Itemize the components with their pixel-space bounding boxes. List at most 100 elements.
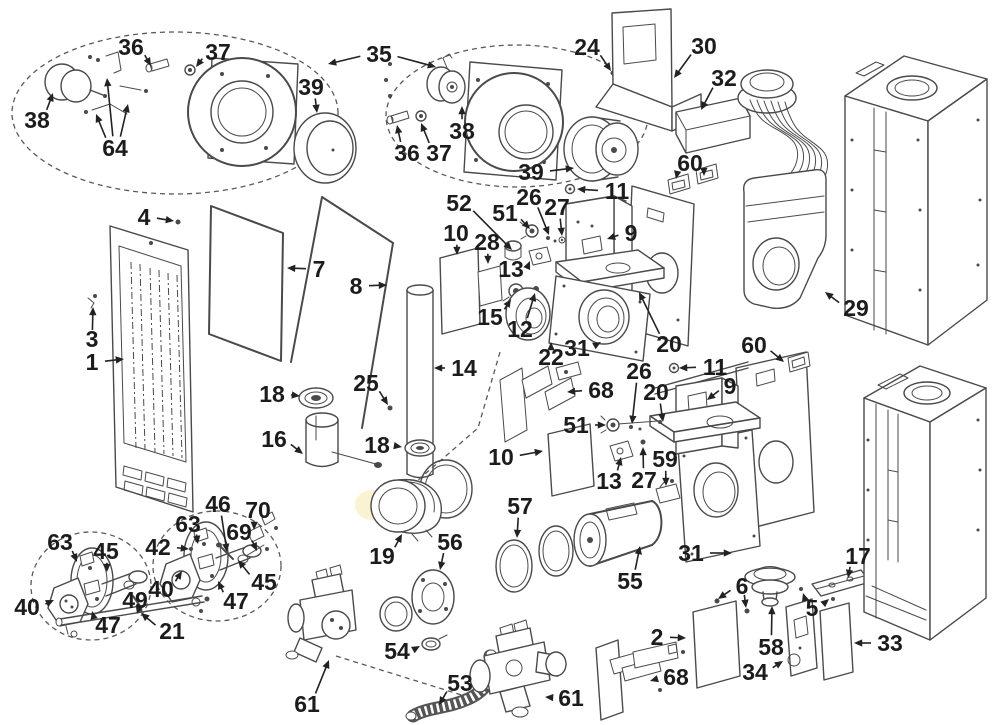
callout-arrowhead bbox=[845, 569, 854, 578]
callout-arrowhead bbox=[165, 216, 174, 224]
part-number-label: 20 bbox=[656, 331, 682, 357]
callout-leader-line bbox=[314, 665, 328, 694]
callout-arrowhead bbox=[484, 255, 492, 264]
callout-arrowhead bbox=[513, 529, 522, 538]
callout-arrowhead bbox=[291, 391, 300, 399]
part-number-label: 39 bbox=[518, 159, 544, 185]
callout-51: 51 bbox=[563, 412, 606, 438]
callout-57: 57 bbox=[507, 493, 533, 538]
callout-arrowhead bbox=[674, 170, 682, 179]
callout-arrowhead bbox=[854, 639, 863, 647]
part-number-label: 12 bbox=[507, 316, 533, 342]
callout-leader-line bbox=[519, 451, 538, 457]
part-number-label: 11 bbox=[703, 354, 728, 380]
callout-38: 38 bbox=[24, 93, 54, 133]
callout-12: 12 bbox=[507, 293, 537, 342]
part-number-label: 9 bbox=[625, 220, 638, 246]
callout-arrowhead bbox=[741, 599, 749, 608]
grommet-18-upper bbox=[298, 387, 334, 409]
callout-arrowhead bbox=[394, 534, 402, 543]
part-number-label: 9 bbox=[724, 373, 737, 399]
burner-manifold bbox=[55, 595, 210, 627]
callout-arrowhead bbox=[312, 104, 320, 113]
part-number-label: 25 bbox=[353, 370, 379, 396]
callout-arrowhead bbox=[174, 571, 182, 580]
louvered-door bbox=[87, 219, 194, 513]
callout-arrowhead bbox=[774, 661, 783, 669]
callout-33: 33 bbox=[854, 630, 903, 656]
callout-arrowhead bbox=[542, 226, 550, 235]
cabinet-lower bbox=[863, 365, 987, 641]
callout-arrowhead bbox=[650, 675, 659, 683]
callout-45: 45 bbox=[93, 538, 119, 572]
callout-arrowhead bbox=[723, 549, 732, 557]
callout-arrowhead bbox=[557, 227, 565, 236]
part-number-label: 6 bbox=[736, 573, 749, 599]
part-number-label: 47 bbox=[223, 588, 249, 614]
callout-arrowhead bbox=[420, 123, 428, 132]
callout-9: 9 bbox=[607, 220, 637, 246]
callout-arrowhead bbox=[629, 415, 637, 424]
callout-arrowhead bbox=[521, 220, 530, 229]
callout-leader-line bbox=[537, 207, 548, 230]
callout-arrowhead bbox=[393, 441, 402, 450]
callout-27: 27 bbox=[631, 447, 657, 493]
part-number-label: 63 bbox=[175, 511, 201, 537]
part-number-label: 46 bbox=[205, 491, 231, 517]
part-number-label: 26 bbox=[626, 358, 652, 384]
callout-arrowhead bbox=[70, 553, 78, 562]
callout-arrowhead bbox=[662, 477, 670, 486]
part-number-label: 21 bbox=[159, 618, 185, 644]
callout-leader-line bbox=[582, 188, 599, 192]
callout-55: 55 bbox=[617, 546, 643, 594]
callout-leader-line bbox=[220, 515, 227, 547]
callout-11: 11 bbox=[577, 178, 629, 204]
part-number-label: 54 bbox=[384, 638, 410, 664]
callout-61: 61 bbox=[294, 660, 330, 717]
callout-40: 40 bbox=[148, 571, 182, 602]
part-number-label: 10 bbox=[443, 220, 469, 246]
part-number-label: 45 bbox=[251, 569, 277, 595]
callout-arrowhead bbox=[434, 364, 443, 372]
callout-70: 70 bbox=[245, 497, 271, 530]
callout-1: 1 bbox=[86, 349, 124, 375]
callout-arrowhead bbox=[103, 563, 111, 572]
callout-leader-line bbox=[634, 551, 640, 570]
part-number-label: 40 bbox=[14, 594, 40, 620]
callout-27: 27 bbox=[544, 194, 570, 236]
callout-20: 20 bbox=[639, 292, 682, 357]
callout-37: 37 bbox=[196, 39, 231, 67]
callout-32: 32 bbox=[701, 65, 737, 110]
callout-arrowhead bbox=[411, 646, 420, 654]
callout-arrowhead bbox=[143, 57, 151, 66]
callout-63: 63 bbox=[47, 529, 78, 562]
callout-17: 17 bbox=[845, 543, 871, 578]
callout-18: 18 bbox=[259, 381, 300, 407]
part-number-label: 35 bbox=[366, 41, 392, 67]
callout-10: 10 bbox=[443, 220, 469, 255]
callout-56: 56 bbox=[437, 529, 463, 570]
callout-arrowhead bbox=[250, 542, 257, 551]
callout-49: 49 bbox=[122, 587, 148, 614]
callout-29: 29 bbox=[825, 292, 869, 321]
callout-8: 8 bbox=[350, 273, 387, 299]
callout-arrowhead bbox=[503, 241, 512, 250]
callout-arrowhead bbox=[567, 387, 576, 395]
callout-arrowhead bbox=[45, 600, 54, 607]
part-number-label: 13 bbox=[596, 468, 622, 494]
callout-arrowhead bbox=[90, 611, 98, 620]
control-assembly-upper bbox=[439, 163, 719, 362]
callout-leader-line bbox=[333, 55, 361, 64]
callout-arrowhead bbox=[196, 58, 204, 67]
callout-arrowhead bbox=[439, 696, 447, 705]
callout-arrowhead bbox=[523, 261, 531, 270]
callout-leader-line bbox=[549, 167, 569, 172]
callout-53: 53 bbox=[439, 670, 473, 705]
callout-68: 68 bbox=[650, 664, 689, 690]
callout-arrowhead bbox=[707, 392, 716, 400]
callout-36: 36 bbox=[118, 34, 151, 66]
callout-6: 6 bbox=[718, 573, 749, 608]
callout-arrowhead bbox=[250, 521, 258, 530]
part-number-label: 55 bbox=[617, 568, 643, 594]
